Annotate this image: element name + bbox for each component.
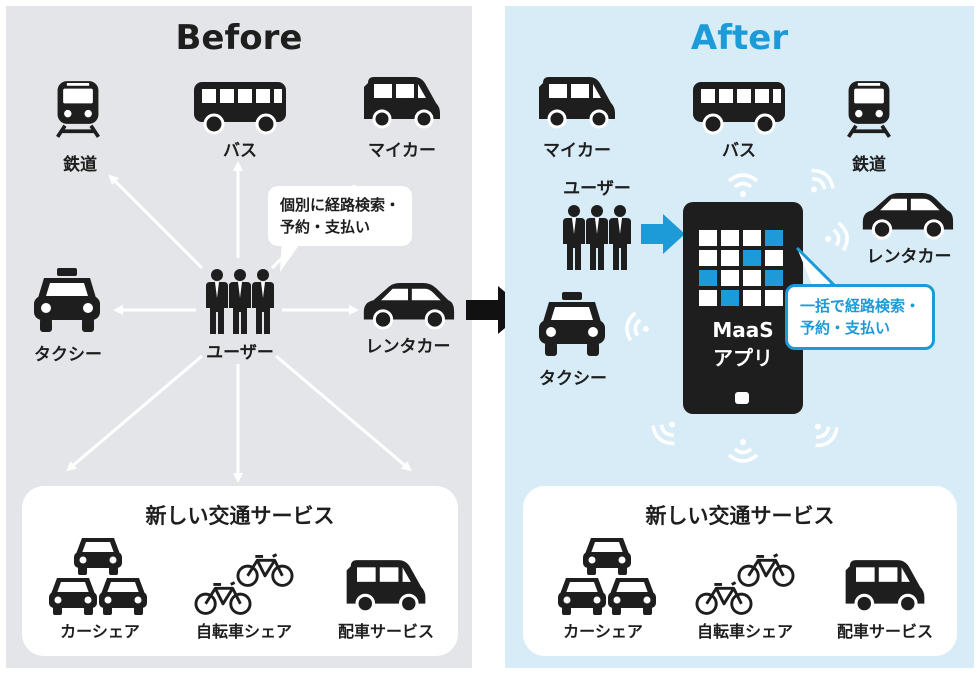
- carshare-icon: [557, 534, 657, 618]
- label-bikeshare: 自転車シェア: [195, 622, 293, 641]
- sedan-icon: [859, 188, 955, 244]
- before-panel: Before 鉄道 バス マイカー 個別に経路検索・ 予約・支払い タクシー: [6, 6, 472, 668]
- label-dispatch: 配車サービス: [337, 622, 435, 641]
- label-carshare: カーシェア: [60, 622, 140, 641]
- after-services-title: 新しい交通サービス: [645, 504, 835, 528]
- bus-icon: [192, 80, 288, 136]
- app-name-line-2: アプリ: [713, 346, 773, 370]
- train-icon: [52, 70, 104, 148]
- label-user: ユーザー: [206, 343, 274, 363]
- sedan-icon: [360, 278, 456, 334]
- arrow-railway: [108, 174, 204, 270]
- label-railway: 鉄道: [852, 155, 886, 175]
- label-bus: バス: [223, 141, 257, 161]
- before-bubble-tail: [280, 238, 304, 272]
- label-railway: 鉄道: [63, 155, 97, 175]
- signal-icon: [723, 438, 763, 468]
- app-name-line-1: MaaS: [712, 318, 774, 342]
- signal-icon: [800, 411, 850, 460]
- before-title: Before: [175, 18, 303, 58]
- before-services-box: 新しい交通サービス カーシェア 自転車シェア 配車サービス: [22, 486, 458, 656]
- bikeshare-icon: [194, 548, 294, 618]
- label-bus: バス: [722, 141, 756, 161]
- after-bubble: 一括で経路検索・ 予約・支払い: [785, 284, 936, 350]
- signal-icon: [617, 305, 653, 350]
- train-icon: [843, 70, 895, 148]
- before-bubble: 個別に経路検索・ 予約・支払い: [268, 186, 413, 246]
- signal-icon: [796, 157, 846, 206]
- after-services-box: 新しい交通サービス カーシェア 自転車シェア 配車サービス: [523, 486, 957, 656]
- label-carshare: カーシェア: [563, 622, 643, 641]
- label-mycar: マイカー: [368, 141, 436, 161]
- label-mycar: マイカー: [543, 141, 611, 161]
- label-rentacar: レンタカー: [365, 337, 451, 357]
- arrow-right-down: [275, 354, 412, 472]
- before-bubble-line-2: 予約・支払い: [280, 218, 371, 236]
- dispatch-car-icon: [338, 558, 434, 616]
- dispatch-car-icon: [837, 558, 933, 616]
- before-services-title: 新しい交通サービス: [145, 504, 335, 528]
- taxi-icon: [537, 290, 607, 358]
- maas-phone-icon: MaaS アプリ: [683, 202, 803, 414]
- user-to-app-arrow-icon: [641, 214, 685, 254]
- users-icon: [561, 204, 633, 270]
- signal-icon: [640, 409, 690, 458]
- signal-icon: [723, 168, 763, 198]
- taxi-icon: [32, 266, 102, 334]
- bus-icon: [691, 80, 787, 136]
- van-icon: [537, 74, 617, 132]
- after-panel: After マイカー バス 鉄道 ユーザー レンタカー タクシー: [505, 6, 974, 668]
- carshare-icon: [48, 534, 148, 618]
- label-rentacar: レンタカー: [866, 247, 952, 267]
- after-bubble-line-1: 一括で経路検索・: [800, 297, 921, 315]
- bikeshare-icon: [695, 548, 795, 618]
- after-title: After: [690, 18, 789, 58]
- label-bikeshare: 自転車シェア: [696, 622, 794, 641]
- arrow-left-down: [66, 354, 203, 472]
- after-bubble-line-2: 予約・支払い: [800, 319, 891, 337]
- label-dispatch: 配車サービス: [836, 622, 934, 641]
- before-bubble-line-1: 個別に経路検索・: [280, 196, 401, 214]
- label-taxi: タクシー: [34, 345, 102, 365]
- van-icon: [362, 74, 442, 132]
- label-taxi: タクシー: [539, 369, 607, 389]
- label-user: ユーザー: [563, 179, 631, 199]
- users-icon: [204, 268, 276, 334]
